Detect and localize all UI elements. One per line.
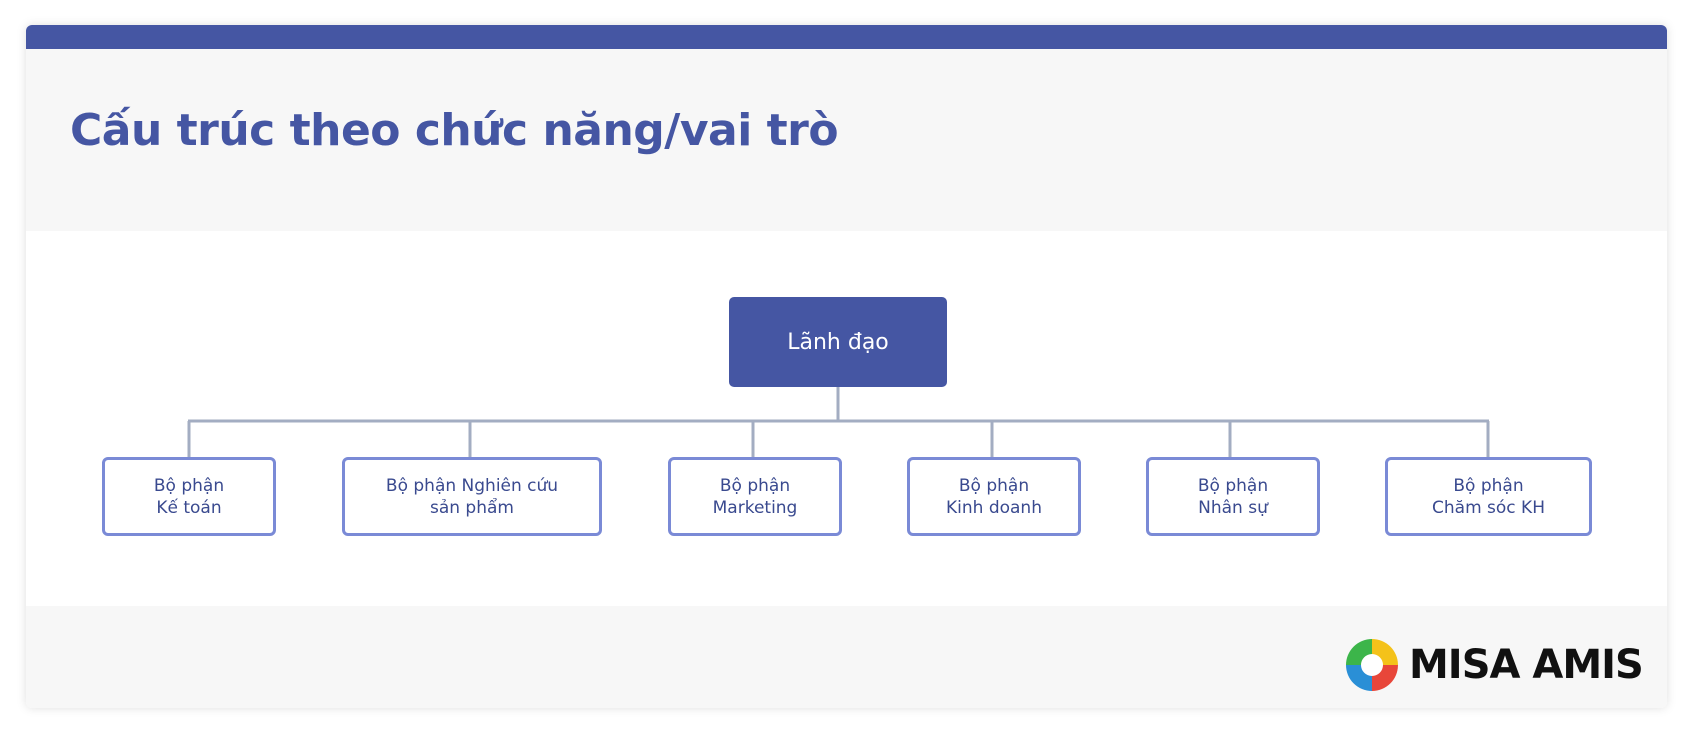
brand-name: MISA AMIS xyxy=(1409,642,1644,688)
misa-swirl-icon xyxy=(1346,639,1398,691)
dept-label: Bộ phận Kinh doanh xyxy=(946,475,1042,518)
top-accent-bar xyxy=(26,25,1667,49)
header-panel xyxy=(26,49,1667,231)
dept-node-hr: Bộ phận Nhân sự xyxy=(1146,457,1320,536)
dept-node-research: Bộ phận Nghiên cứu sản phẩm xyxy=(342,457,602,536)
dept-label: Bộ phận Nghiên cứu sản phẩm xyxy=(385,475,559,518)
dept-label: Bộ phận Kế toán xyxy=(153,475,225,518)
dept-node-customer-care: Bộ phận Chăm sóc KH xyxy=(1385,457,1592,536)
dept-label: Bộ phận Marketing xyxy=(712,475,798,518)
leader-label: Lãnh đạo xyxy=(787,329,889,355)
leader-node: Lãnh đạo xyxy=(729,297,947,387)
dept-node-accounting: Bộ phận Kế toán xyxy=(102,457,276,536)
diagram-card: Cấu trúc theo chức năng/vai trò Lãnh đạo… xyxy=(26,25,1667,708)
dept-node-sales: Bộ phận Kinh doanh xyxy=(907,457,1081,536)
org-connectors xyxy=(187,387,1490,457)
dept-node-marketing: Bộ phận Marketing xyxy=(668,457,842,536)
dept-label: Bộ phận Chăm sóc KH xyxy=(1432,475,1545,518)
brand-logo: MISA AMIS xyxy=(1345,637,1644,693)
dept-label: Bộ phận Nhân sự xyxy=(1197,475,1269,518)
page-title: Cấu trúc theo chức năng/vai trò xyxy=(70,105,839,156)
